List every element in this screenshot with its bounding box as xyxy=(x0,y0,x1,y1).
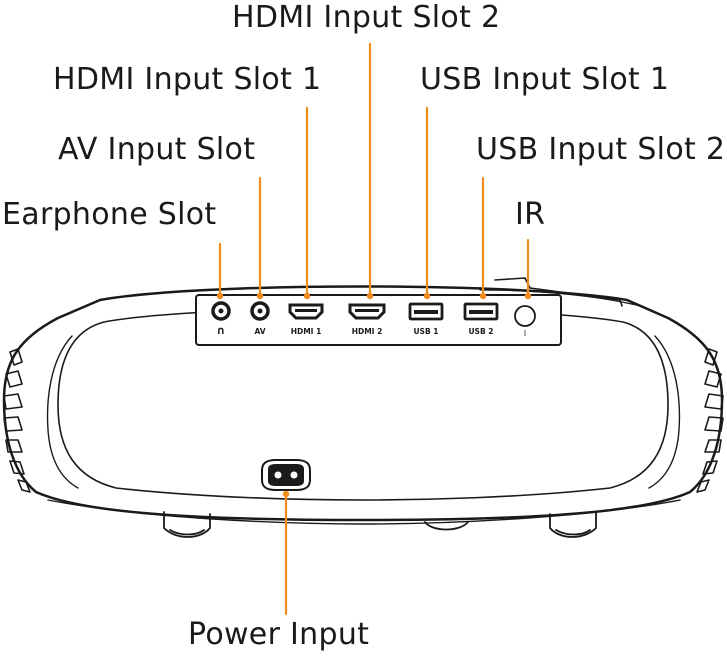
label-ir: IR xyxy=(515,197,546,232)
label-earphone-slot: Earphone Slot xyxy=(2,197,217,232)
ir-mark: I xyxy=(524,329,526,338)
hdmi2-port: HDMI 2 xyxy=(348,303,386,336)
hdmi1-port: HDMI 1 xyxy=(288,303,324,336)
left-vent-grille xyxy=(3,348,31,493)
usb1-mark: USB 1 xyxy=(413,327,438,336)
av-mark: AV xyxy=(254,327,265,336)
usb2-mark: USB 2 xyxy=(468,327,493,336)
label-usb-input-slot-2: USB Input Slot 2 xyxy=(476,132,726,167)
leader-lines xyxy=(218,42,530,616)
hdmi1-mark: HDMI 1 xyxy=(291,327,322,336)
ir-receiver: I xyxy=(514,305,536,338)
leader-dots xyxy=(216,292,532,498)
earphone-jack: ∩ xyxy=(211,301,231,337)
front-feet xyxy=(163,511,597,538)
port-panel: ∩ AV HDMI 1 HDMI 2 USB 1 xyxy=(195,294,562,346)
power-inlet xyxy=(261,459,311,491)
right-vent-grille xyxy=(696,348,724,493)
earphone-mark: ∩ xyxy=(217,324,226,337)
av-jack: AV xyxy=(250,301,270,336)
usb2-port: USB 2 xyxy=(463,302,499,336)
label-av-input-slot: AV Input Slot xyxy=(58,132,256,167)
label-power-input: Power Input xyxy=(188,617,370,652)
label-usb-input-slot-1: USB Input Slot 1 xyxy=(420,62,670,97)
label-hdmi-input-slot-1: HDMI Input Slot 1 xyxy=(53,62,322,97)
hdmi2-mark: HDMI 2 xyxy=(352,327,383,336)
label-hdmi-input-slot-2: HDMI Input Slot 2 xyxy=(232,0,501,35)
usb1-port: USB 1 xyxy=(408,302,444,336)
